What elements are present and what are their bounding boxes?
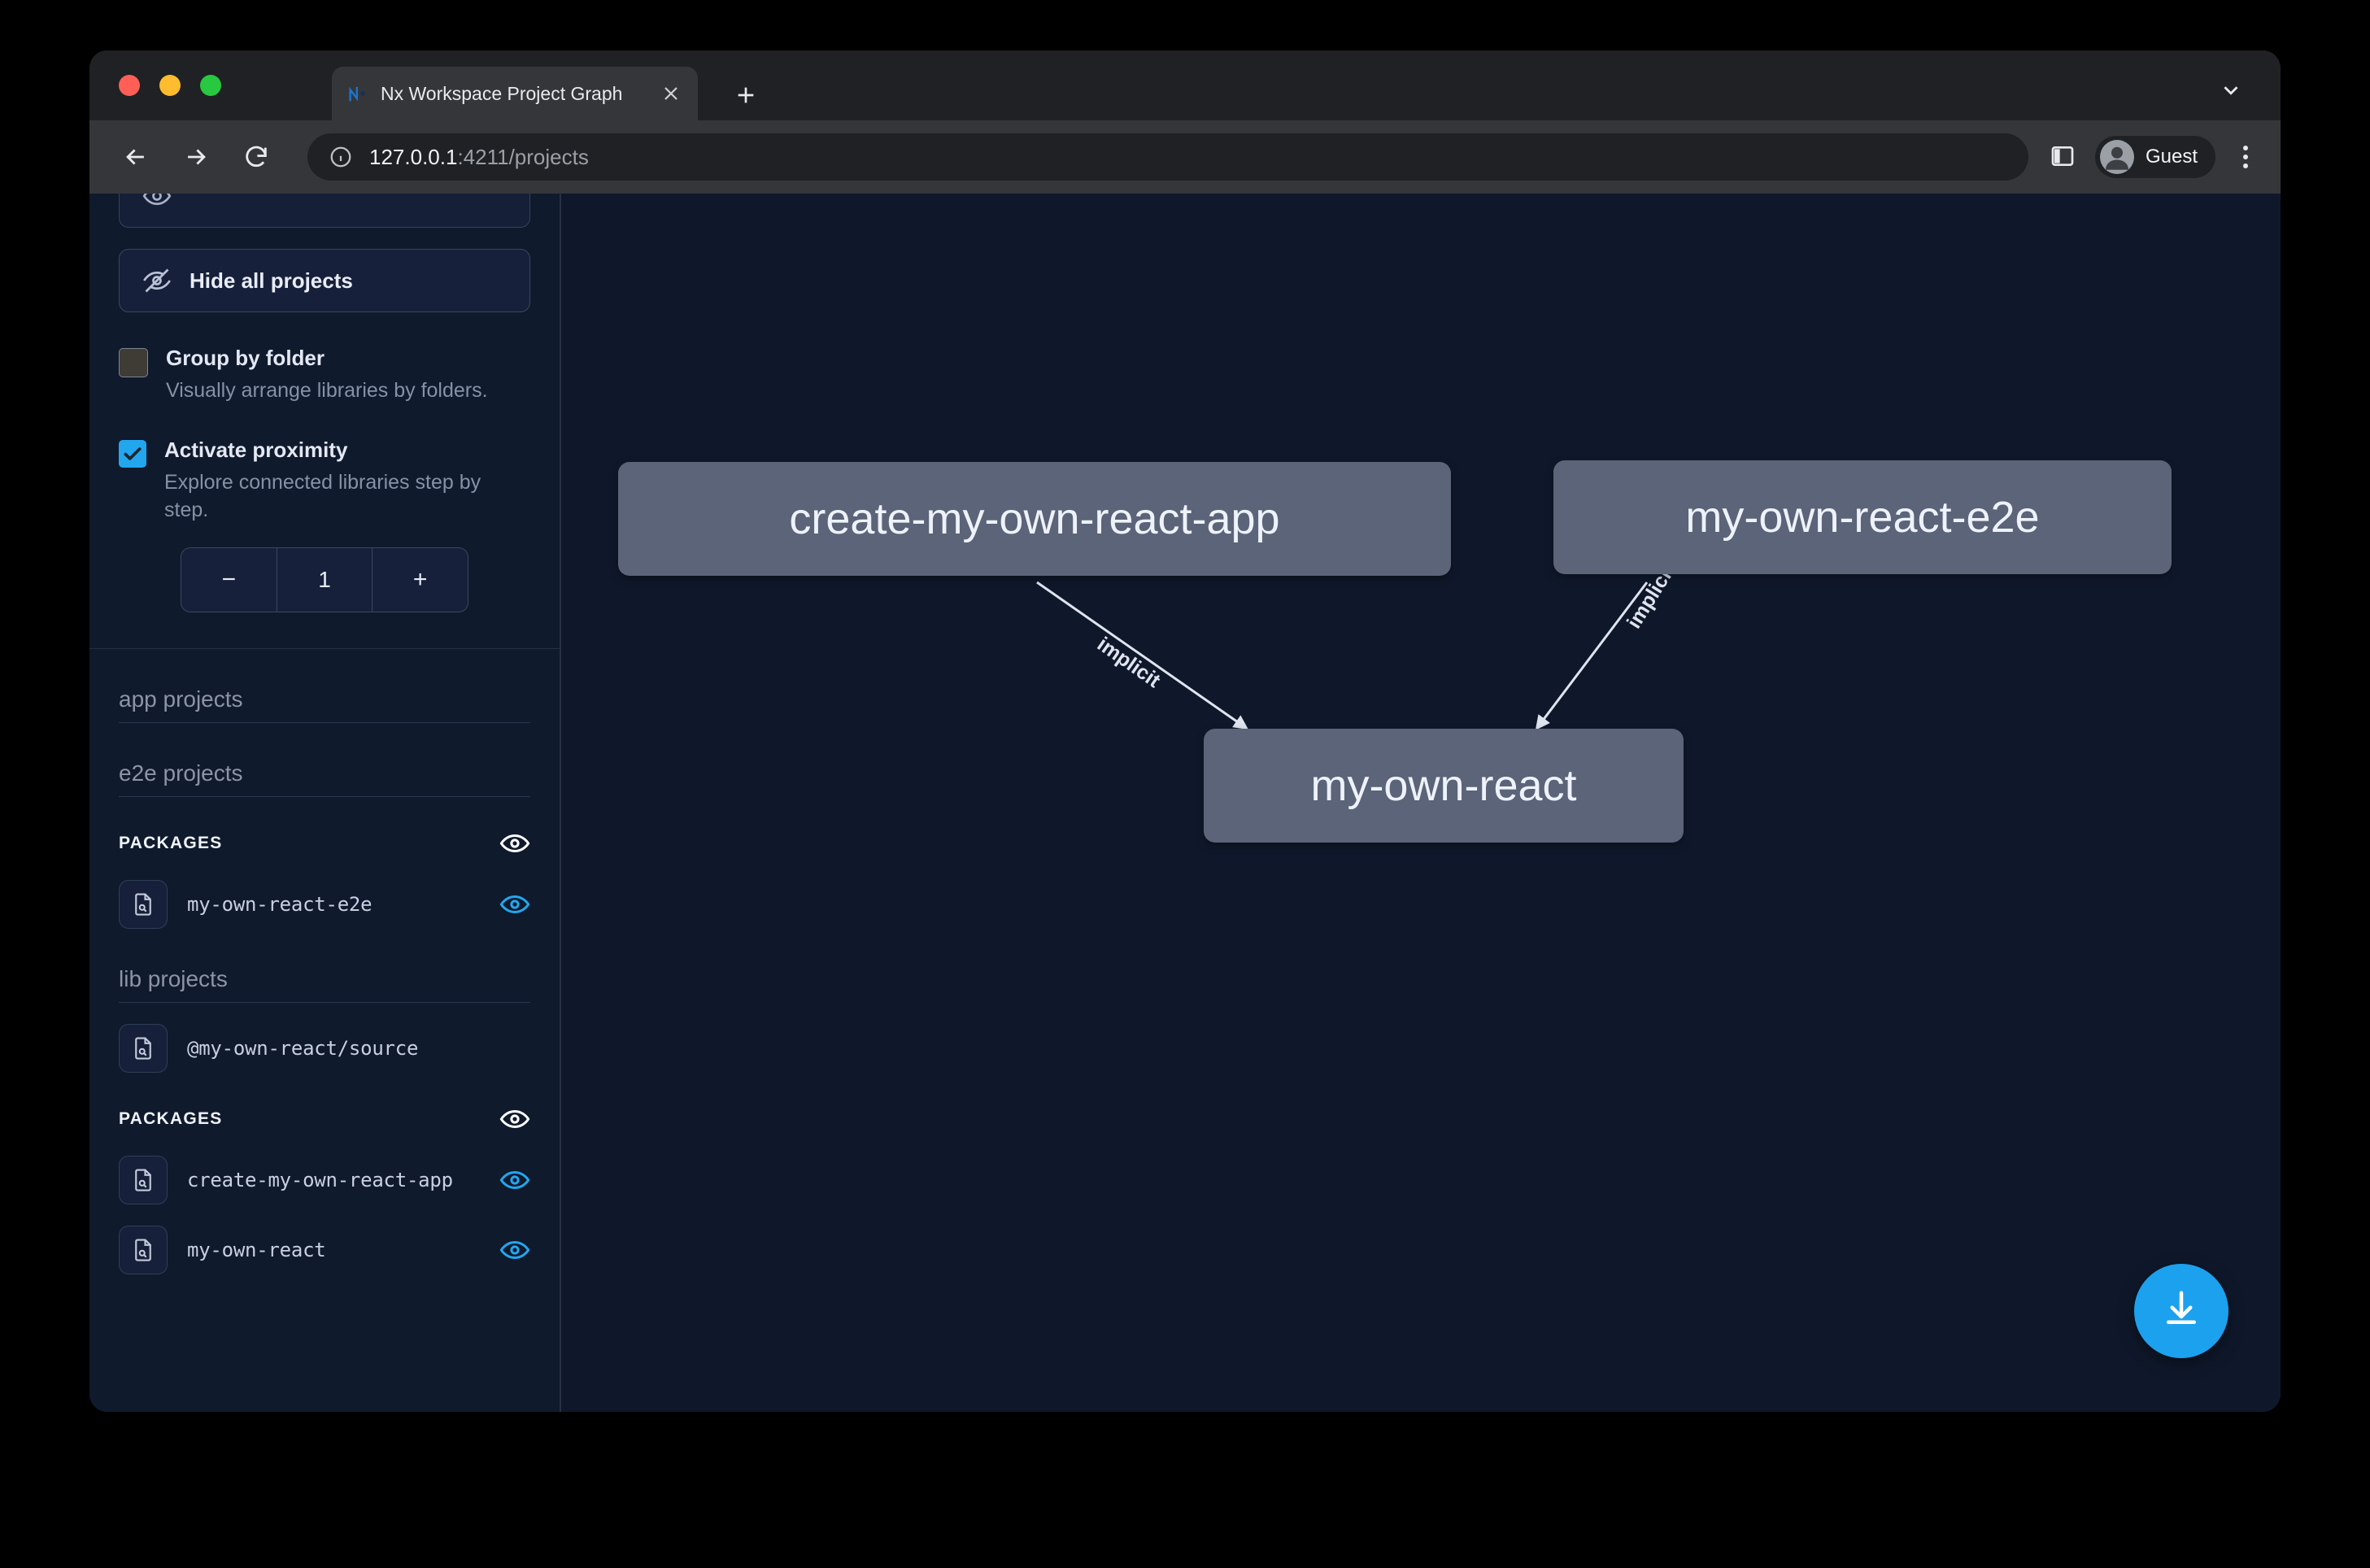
- eye-icon: [142, 194, 172, 211]
- split-panel-icon[interactable]: [2050, 143, 2077, 171]
- group-header-app-projects: app projects: [119, 686, 530, 723]
- proximity-increment-button[interactable]: +: [372, 548, 468, 612]
- plus-icon[interactable]: [732, 81, 760, 109]
- forward-arrow-icon[interactable]: [177, 138, 215, 176]
- graph-node-label: my-own-react: [1310, 760, 1576, 811]
- url-host: 127.0.0.1: [369, 145, 457, 169]
- activate-proximity-label: Activate proximity: [164, 438, 347, 462]
- download-icon: [2159, 1287, 2203, 1335]
- close-window-button[interactable]: [119, 75, 140, 96]
- group-by-folder-checkbox[interactable]: [119, 348, 148, 377]
- profile-name: Guest: [2146, 146, 2198, 168]
- option-activate-proximity[interactable]: Activate proximity Explore connected lib…: [119, 437, 530, 525]
- browser-window: Nx Workspace Project Graph: [89, 50, 2281, 1412]
- window-traffic-lights: [119, 75, 221, 96]
- project-row-my-own-react-source[interactable]: @my-own-react/source: [119, 1024, 530, 1073]
- show-all-projects-button[interactable]: [119, 194, 530, 228]
- project-name: my-own-react: [187, 1239, 480, 1261]
- chevron-down-icon[interactable]: [2219, 78, 2243, 102]
- group-header-lib-projects: lib projects: [119, 966, 530, 1003]
- browser-toolbar: 127.0.0.1:4211/projects: [89, 120, 2281, 194]
- url-path: :4211/projects: [457, 145, 588, 169]
- sidebar[interactable]: Hide all projects Group by folder Visual…: [89, 194, 561, 1412]
- activate-proximity-description: Explore connected libraries step by step…: [164, 468, 530, 525]
- file-search-icon: [119, 1156, 168, 1204]
- project-row-my-own-react[interactable]: my-own-react: [119, 1226, 530, 1274]
- eye-off-icon: [142, 266, 172, 295]
- file-search-icon: [119, 1024, 168, 1073]
- nx-logo-icon: [346, 82, 369, 105]
- graph-node-my-own-react-e2e[interactable]: my-own-react-e2e: [1553, 460, 2172, 574]
- project-row-my-own-react-e2e[interactable]: my-own-react-e2e: [119, 880, 530, 929]
- hide-all-projects-label: Hide all projects: [190, 268, 353, 294]
- group-by-folder-description: Visually arrange libraries by folders.: [166, 377, 530, 405]
- edge-create-app-to-my-own-react: [1037, 582, 1246, 728]
- proximity-stepper[interactable]: − 1 +: [181, 547, 468, 612]
- sidebar-divider: [89, 648, 560, 649]
- activate-proximity-checkbox[interactable]: [119, 440, 146, 468]
- eye-icon[interactable]: [499, 1165, 530, 1196]
- project-row-create-my-own-react-app[interactable]: create-my-own-react-app: [119, 1156, 530, 1204]
- section-label: PACKAGES: [119, 1109, 223, 1129]
- group-header-e2e-projects: e2e projects: [119, 760, 530, 797]
- option-group-by-folder[interactable]: Group by folder Visually arrange librari…: [119, 345, 530, 404]
- project-name: @my-own-react/source: [187, 1037, 530, 1060]
- eye-icon[interactable]: [499, 889, 530, 920]
- file-search-icon: [119, 880, 168, 929]
- back-arrow-icon[interactable]: [117, 138, 155, 176]
- edge-e2e-to-my-own-react: [1537, 582, 1647, 728]
- project-name: create-my-own-react-app: [187, 1169, 480, 1191]
- graph-node-create-my-own-react-app[interactable]: create-my-own-react-app: [618, 462, 1451, 576]
- section-header-packages-e2e[interactable]: PACKAGES: [119, 828, 530, 859]
- proximity-value: 1: [277, 548, 373, 612]
- close-icon[interactable]: [659, 81, 683, 106]
- reload-icon[interactable]: [237, 138, 275, 176]
- maximize-window-button[interactable]: [200, 75, 221, 96]
- toolbar-right: Guest: [2050, 136, 2258, 178]
- tab-strip: Nx Workspace Project Graph: [89, 50, 2281, 120]
- file-search-icon: [119, 1226, 168, 1274]
- url-text: 127.0.0.1:4211/projects: [369, 145, 589, 170]
- graph-node-my-own-react[interactable]: my-own-react: [1204, 729, 1684, 843]
- graph-node-label: create-my-own-react-app: [789, 494, 1279, 544]
- eye-icon[interactable]: [499, 1235, 530, 1265]
- hide-all-projects-button[interactable]: Hide all projects: [119, 249, 530, 312]
- address-bar[interactable]: 127.0.0.1:4211/projects: [307, 133, 2028, 181]
- info-circle-icon[interactable]: [329, 145, 353, 169]
- project-graph-canvas[interactable]: implicit implicit create-my-own-react-ap…: [561, 194, 2281, 1412]
- minimize-window-button[interactable]: [159, 75, 181, 96]
- project-name: my-own-react-e2e: [187, 893, 480, 916]
- profile-button[interactable]: Guest: [2095, 136, 2215, 178]
- graph-node-label: my-own-react-e2e: [1685, 492, 2039, 542]
- section-label: PACKAGES: [119, 834, 223, 853]
- tab-title: Nx Workspace Project Graph: [381, 83, 652, 105]
- browser-tab[interactable]: Nx Workspace Project Graph: [332, 67, 698, 120]
- person-avatar-icon: [2100, 140, 2134, 174]
- download-graph-button[interactable]: [2134, 1264, 2228, 1358]
- eye-icon[interactable]: [499, 1104, 530, 1135]
- group-by-folder-label: Group by folder: [166, 346, 325, 370]
- section-header-packages-lib[interactable]: PACKAGES: [119, 1104, 530, 1135]
- kebab-menu-icon[interactable]: [2233, 141, 2258, 173]
- app-viewport: Hide all projects Group by folder Visual…: [89, 194, 2281, 1412]
- proximity-decrement-button[interactable]: −: [181, 548, 277, 612]
- eye-icon[interactable]: [499, 828, 530, 859]
